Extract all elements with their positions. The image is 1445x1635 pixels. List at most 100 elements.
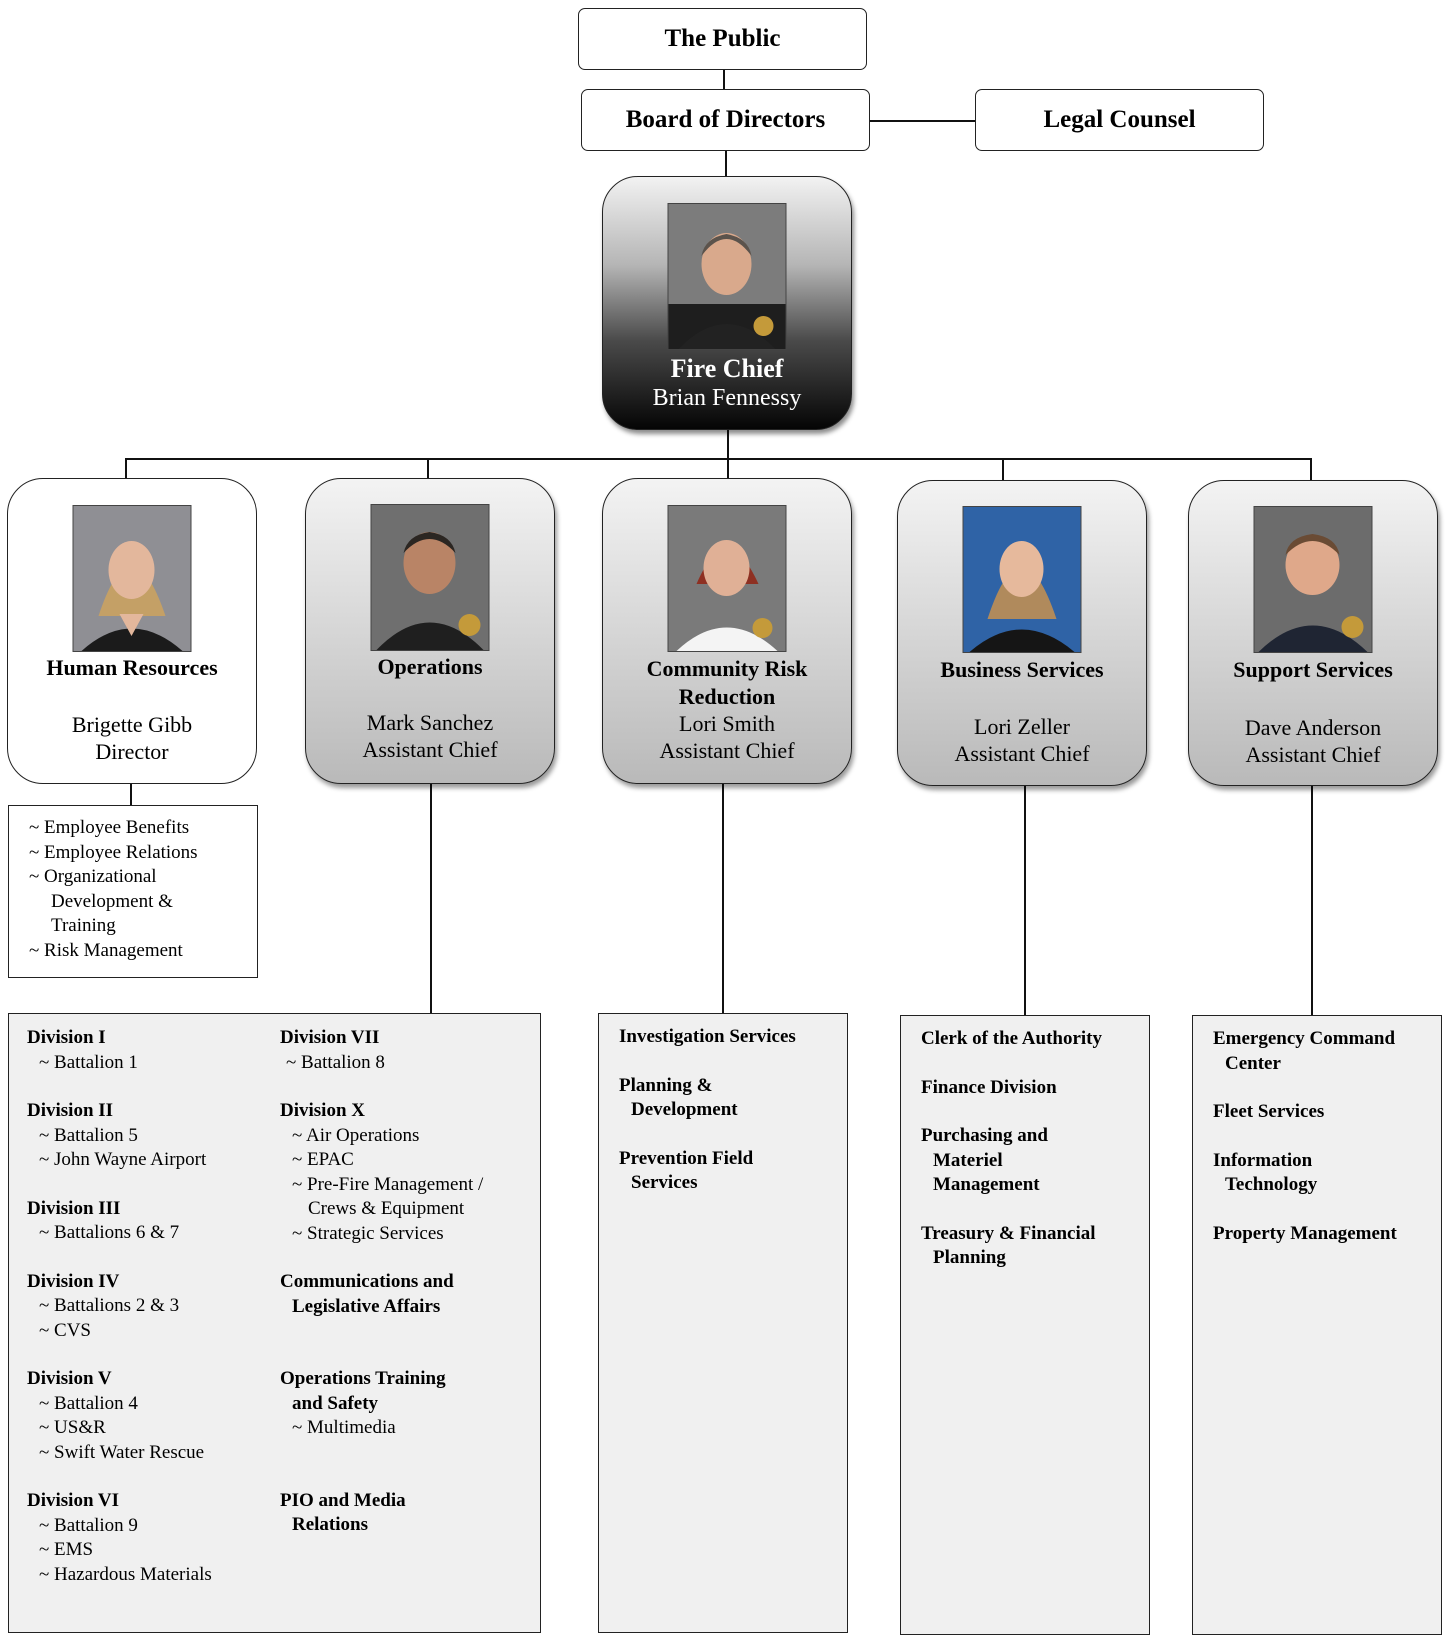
business-functions-list: Clerk of the Authority Finance Division … — [900, 1015, 1150, 1635]
list-item: Training — [51, 915, 116, 937]
operations-column-1: Division I ~ Battalion 1 Division II ~ B… — [27, 1026, 267, 1587]
list-item: ~ John Wayne Airport — [39, 1149, 207, 1170]
list-item: ~ Employee Relations — [29, 841, 198, 863]
business-title: Business Services — [940, 657, 1104, 682]
operations-chief-name: Mark Sanchez — [366, 710, 494, 735]
list-item-cont: Center — [1225, 1052, 1281, 1074]
connector-public-board — [723, 69, 725, 90]
list-item-cont: Materiel — [933, 1149, 1003, 1171]
hr-title: Human Resources — [46, 655, 218, 680]
list-item: Prevention Field — [619, 1147, 754, 1169]
list-item-cont: Technology — [1225, 1174, 1318, 1195]
section-heading-cont: Legislative Affairs — [292, 1295, 441, 1317]
hr-director-photo — [72, 505, 192, 652]
list-item: ~ Swift Water Rescue — [39, 1441, 205, 1463]
operations-chief-role: Assistant Chief — [362, 737, 498, 762]
list-item: Treasury & Financial — [921, 1222, 1096, 1244]
section-heading: PIO and Media — [280, 1489, 406, 1511]
list-item: Development & — [51, 890, 173, 912]
list-item: ~ Strategic Services — [292, 1222, 444, 1244]
list-item: Information — [1213, 1149, 1313, 1171]
division-heading: Division II — [27, 1100, 114, 1121]
list-item: ~ Battalion 5 — [39, 1124, 138, 1146]
connector-sup-list — [1311, 786, 1313, 1015]
list-item: ~ Organizational — [29, 866, 157, 888]
hr-director-role: Director — [95, 739, 169, 764]
connector-board-chief — [725, 151, 727, 177]
crr-title-line1: Community Risk — [646, 656, 808, 681]
connector-sup — [1310, 458, 1312, 481]
division-heading: Division IV — [27, 1270, 120, 1292]
list-item: ~ Battalions 6 & 7 — [39, 1222, 180, 1243]
support-chief-name: Dave Anderson — [1244, 715, 1382, 740]
hr-functions-list: ~ Employee Benefits ~ Employee Relations… — [8, 805, 258, 978]
list-item: Fleet Services — [1213, 1101, 1325, 1122]
crr-chief-role: Assistant Chief — [659, 738, 795, 763]
connector-hr-list — [130, 784, 132, 805]
legal-counsel-box: Legal Counsel — [975, 89, 1264, 151]
business-chief-role: Assistant Chief — [954, 741, 1090, 766]
list-item: Clerk of the Authority — [921, 1028, 1103, 1049]
business-chief-photo — [962, 506, 1082, 653]
list-item: ~ Battalion 4 — [39, 1392, 138, 1414]
fire-chief-title: Fire Chief — [670, 354, 784, 383]
board-of-directors-label: Board of Directors — [625, 106, 826, 133]
connector-ops-list — [430, 784, 432, 1013]
support-title: Support Services — [1233, 657, 1393, 682]
list-item: Property Management — [1213, 1222, 1397, 1244]
connector-ops — [427, 458, 429, 479]
fire-chief-name: Brian Fennessy — [652, 385, 802, 411]
support-functions-list: Emergency Command Center Fleet Services … — [1192, 1015, 1442, 1635]
list-item-cont: Services — [631, 1172, 698, 1193]
support-chief-photo — [1253, 506, 1373, 653]
section-heading-cont: Relations — [292, 1514, 368, 1535]
list-item: Emergency Command — [1213, 1028, 1396, 1049]
operations-box: Operations Mark Sanchez Assistant Chief — [305, 478, 555, 784]
list-item: ~ Multimedia — [292, 1417, 396, 1438]
the-public-box: The Public — [578, 8, 867, 70]
fire-chief-photo — [667, 203, 787, 350]
list-item: ~ Battalions 2 & 3 — [39, 1295, 180, 1316]
division-heading: Division VII — [280, 1027, 380, 1048]
crr-chief-name: Lori Smith — [679, 711, 775, 736]
crr-chief-photo — [667, 505, 787, 652]
list-item: ~ Pre-Fire Management / — [292, 1173, 484, 1195]
legal-counsel-label: Legal Counsel — [1043, 106, 1196, 133]
connector-bus-list — [1024, 786, 1026, 1015]
section-heading-cont: and Safety — [292, 1392, 379, 1414]
division-heading: Division III — [27, 1197, 121, 1219]
list-item: ~ Battalion 1 — [39, 1051, 138, 1073]
operations-functions-list: Division I ~ Battalion 1 Division II ~ B… — [8, 1013, 541, 1633]
connector-bus — [1002, 458, 1004, 481]
community-risk-reduction-box: Community Risk Reduction Lori Smith Assi… — [602, 478, 852, 784]
connector-chief-down — [727, 430, 729, 460]
operations-title: Operations — [377, 654, 483, 679]
section-heading: Communications and — [280, 1271, 454, 1292]
list-item: Investigation Services — [619, 1026, 796, 1047]
connector-horizontal — [125, 458, 1311, 460]
list-item-cont: Planning — [933, 1247, 1006, 1268]
list-item: ~ Employee Benefits — [29, 817, 190, 838]
list-item: Purchasing and — [921, 1125, 1048, 1146]
connector-crr-list — [722, 784, 724, 1013]
list-item: ~ Battalion 8 — [286, 1051, 385, 1073]
section-heading: Operations Training — [280, 1368, 446, 1389]
crr-functions-list: Investigation Services Planning & Develo… — [598, 1013, 848, 1633]
division-heading: Division VI — [27, 1490, 120, 1511]
list-item: ~ CVS — [39, 1319, 91, 1341]
list-item: Planning & — [619, 1074, 713, 1096]
operations-column-2: Division VII ~ Battalion 8 Division X ~ … — [280, 1026, 535, 1538]
the-public-label: The Public — [664, 25, 781, 52]
list-item: ~ EMS — [39, 1539, 94, 1560]
crr-title-line2: Reduction — [678, 684, 776, 709]
connector-board-legal — [870, 120, 975, 122]
list-item-cont: Development — [631, 1099, 738, 1120]
operations-chief-photo — [370, 504, 490, 651]
hr-director-name: Brigette Gibb — [71, 712, 193, 737]
support-chief-role: Assistant Chief — [1245, 742, 1381, 767]
business-chief-name: Lori Zeller — [974, 714, 1070, 739]
list-item: Crews & Equipment — [308, 1198, 465, 1219]
division-heading: Division V — [27, 1368, 112, 1389]
division-heading: Division X — [280, 1100, 365, 1121]
business-services-box: Business Services Lori Zeller Assistant … — [897, 480, 1147, 786]
